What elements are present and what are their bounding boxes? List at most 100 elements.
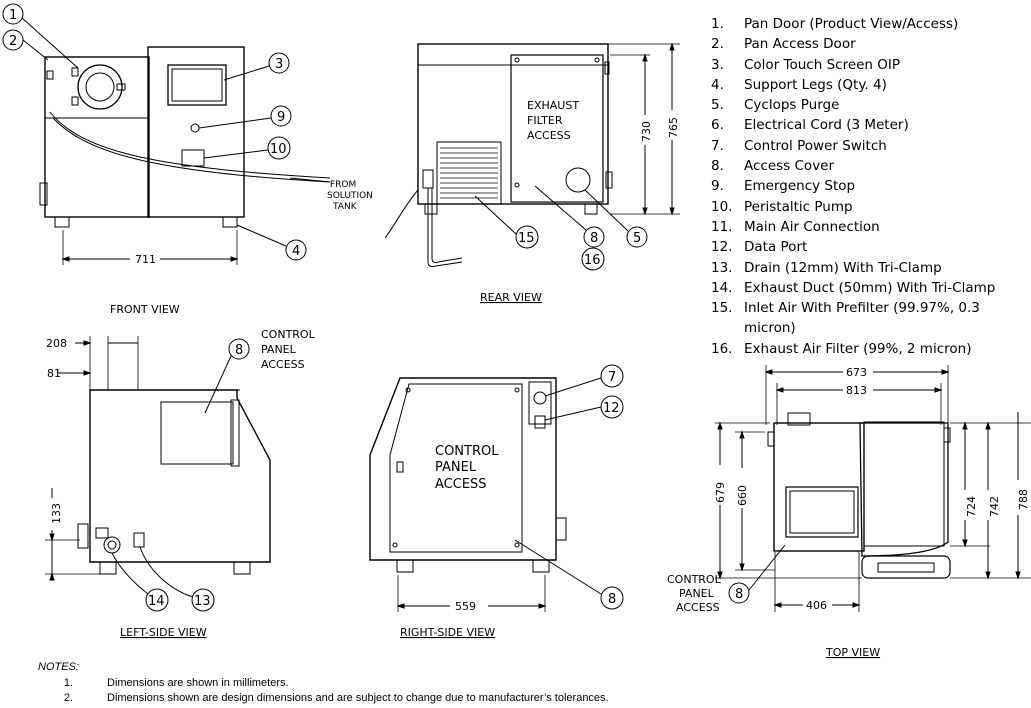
legend-number: 1. (711, 16, 724, 32)
callout-7: 7 (608, 370, 616, 385)
parts-legend: 1. Pan Door (Product View/Access) 2.Pan Ac… (711, 14, 1026, 359)
callout-8-top: 8 (735, 587, 743, 602)
front-view-caption: FRONT VIEW (110, 303, 180, 316)
legend-number: 8. (711, 158, 724, 175)
legend-text: Inlet Air With Prefilter (99.97%, 0.3 mi… (744, 300, 980, 337)
legend-item: 10. Peristaltic Pump (711, 197, 1026, 217)
from-solution-tank-line1: FROM (330, 180, 356, 190)
exhaust-filter-access-line3: ACCESS (527, 129, 571, 142)
dim-711: 711 (135, 253, 156, 266)
legend-number: 7. (711, 137, 724, 154)
note-number: 1. (63, 677, 73, 689)
callout-1: 1 (9, 8, 17, 23)
legend-text: Pan Door (Product View/Access) (744, 16, 959, 32)
legend-item: 2.Pan Access Door (711, 34, 1026, 54)
legend-item: 4.Support Legs (Qty. 4) (711, 75, 1026, 95)
callout-13: 13 (194, 594, 211, 609)
legend-number: 10. (711, 198, 733, 215)
top-view-caption: TOP VIEW (825, 646, 880, 659)
left-control-panel-access-line2: PANEL (261, 343, 297, 356)
from-solution-tank-line2: SOLUTION (327, 191, 373, 201)
callout-16: 16 (584, 253, 601, 268)
callout-8-right: 8 (608, 592, 616, 607)
right-control-panel-access-line2: PANEL (435, 460, 477, 475)
callout-15: 15 (518, 231, 535, 246)
front-view: 711 FROM SOLUTION TANK 1 2 3 9 10 4 FRON… (2, 3, 373, 316)
rear-view-caption: REAR VIEW (480, 291, 542, 304)
legend-text: Exhaust Duct (50mm) With Tri-Clamp (744, 279, 996, 296)
callout-10: 10 (270, 142, 287, 157)
legend-text: Support Legs (Qty. 4) (744, 76, 887, 93)
note-item: 1. Dimensions are shown in millimeters. (38, 676, 609, 691)
left-control-panel-access-line3: ACCESS (261, 358, 305, 371)
legend-number: 9. (711, 178, 724, 195)
dim-788: 788 (1017, 489, 1030, 510)
legend-item: 12. Data Port (711, 237, 1026, 257)
callout-5: 5 (633, 231, 641, 246)
legend-item: 1. Pan Door (Product View/Access) (711, 14, 1026, 34)
legend-item: 3.Color Touch Screen OIP (711, 55, 1026, 75)
notes-title: NOTES: (38, 661, 79, 673)
dim-559: 559 (455, 600, 476, 613)
dim-673: 673 (846, 366, 867, 379)
dim-742: 742 (988, 496, 1001, 517)
exhaust-filter-access-line2: FILTER (527, 114, 563, 127)
legend-number: 6. (711, 117, 724, 134)
legend-text: Access Cover (744, 158, 835, 175)
legend-text: Peristaltic Pump (744, 198, 853, 215)
legend-text: Cyclops Purge (744, 97, 840, 114)
left-control-panel-access-line1: CONTROL (261, 328, 316, 341)
legend-text: Control Power Switch (744, 137, 887, 154)
callout-14: 14 (148, 594, 165, 609)
legend-text: Exhaust Air Filter (99%, 2 micron) (744, 340, 972, 357)
callout-4: 4 (292, 244, 300, 259)
notes: NOTES: 1. Dimensions are shown in millim… (38, 661, 609, 706)
right-control-panel-access-line3: ACCESS (435, 477, 487, 492)
dim-81: 81 (47, 367, 61, 380)
callout-8-rear: 8 (590, 231, 598, 246)
callout-9: 9 (277, 110, 285, 125)
top-control-panel-access-line2: PANEL (679, 587, 715, 600)
dim-660: 660 (736, 485, 749, 506)
dim-730: 730 (640, 121, 653, 142)
callout-2: 2 (9, 34, 17, 49)
legend-item: 8. Access Cover (711, 156, 1026, 176)
right-control-panel-access-line1: CONTROL (435, 444, 499, 459)
left-side-view: 208 81 133 CONTROL PANEL ACCESS 8 14 13 … (45, 328, 316, 639)
legend-item: 16. Exhaust Air Filter (99%, 2 micron) (711, 339, 1026, 359)
legend-text: Electrical Cord (3 Meter) (744, 117, 909, 134)
top-control-panel-access-line1: CONTROL (667, 573, 722, 586)
top-view: 679 660 724 742 788 673 813 406 CONTROL … (667, 365, 1031, 659)
dim-813: 813 (846, 384, 867, 397)
from-solution-tank-line3: TANK (332, 202, 358, 212)
legend-item: 13. Drain (12mm) With Tri-Clamp (711, 258, 1026, 278)
note-number: 2. (63, 692, 73, 704)
callout-12: 12 (603, 401, 620, 416)
legend-text: Data Port (744, 239, 808, 256)
legend-number: 15. (711, 300, 733, 317)
legend-item: 15. Inlet Air With Prefilter (99.97%, 0.3… (711, 298, 1026, 339)
right-side-view: 559 CONTROL PANEL ACCESS 7 12 8 RIGHT-SI… (369, 364, 624, 639)
legend-number: 12. (711, 239, 733, 256)
legend-item: 7. Control Power Switch (711, 136, 1026, 156)
legend-text: Emergency Stop (744, 178, 856, 195)
legend-item: 11.Main Air Connection (711, 217, 1026, 237)
legend-number: 13. (711, 259, 733, 276)
callout-3: 3 (275, 57, 283, 72)
legend-number: 3. (711, 56, 724, 73)
legend-number: 14. (711, 279, 733, 296)
dim-765: 765 (667, 117, 680, 138)
right-side-view-caption: RIGHT-SIDE VIEW (400, 626, 495, 639)
legend-number: 16. (711, 340, 733, 357)
dim-208: 208 (46, 337, 67, 350)
left-side-view-caption: LEFT-SIDE VIEW (120, 626, 207, 639)
legend-number: 11. (711, 218, 733, 235)
top-control-panel-access-line3: ACCESS (676, 601, 720, 614)
dim-133: 133 (50, 503, 63, 524)
legend-text: Drain (12mm) With Tri-Clamp (744, 259, 942, 276)
legend-item: 6. Electrical Cord (3 Meter) (711, 115, 1026, 135)
note-item: 2. Dimensions shown are design dimension… (38, 691, 609, 706)
legend-item: 9. Emergency Stop (711, 176, 1026, 196)
rear-view: 730 765 EXHAUST FILTER ACCESS 15 8 16 5 … (384, 42, 680, 304)
